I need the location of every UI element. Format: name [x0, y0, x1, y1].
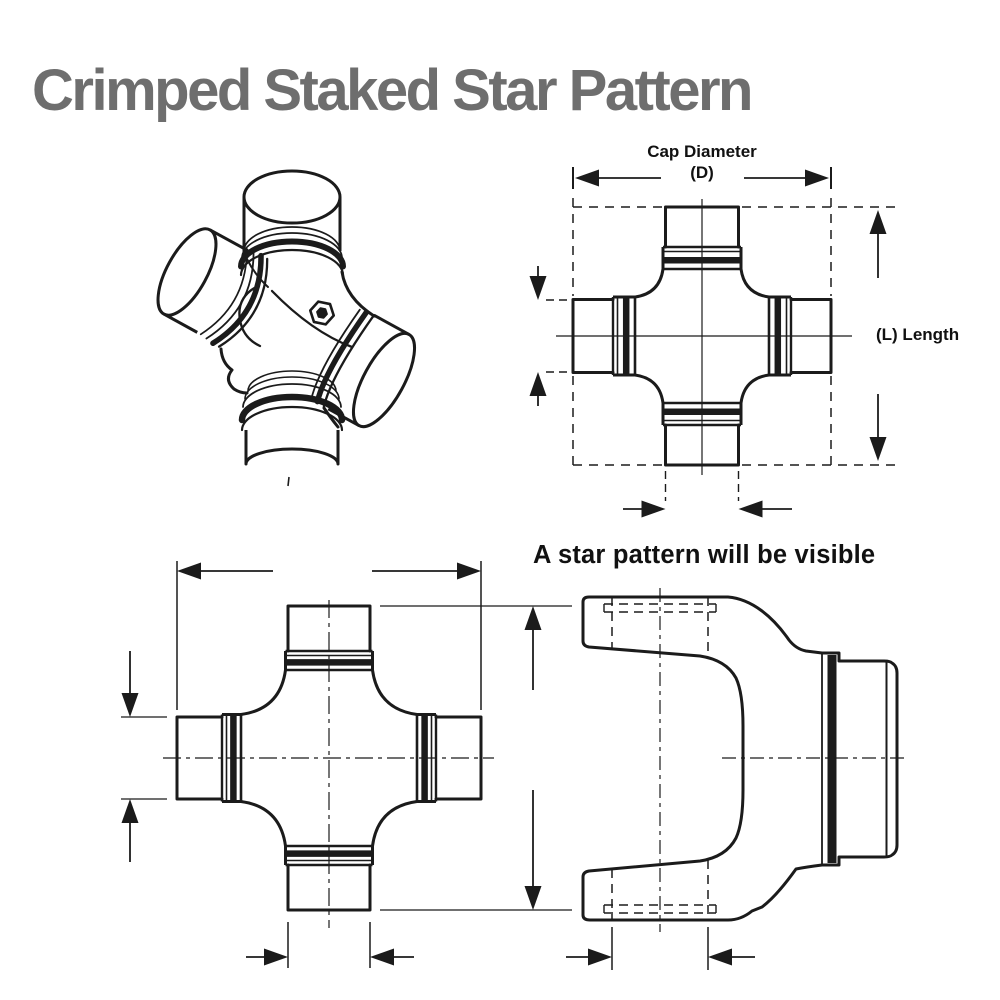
front-view-cross-with-dimensions — [529, 167, 898, 518]
length-label: (L) Length — [876, 325, 960, 344]
cap-diameter-label: Cap Diameter (D) — [597, 141, 807, 183]
front-view-cross-bottom — [121, 561, 572, 968]
isometric-ujoint-view — [156, 169, 417, 487]
page-title: Crimped Staked Star Pattern — [32, 57, 753, 123]
cap-diameter-symbol: (D) — [690, 163, 714, 182]
yoke-side-view — [566, 588, 908, 970]
star-pattern-note: A star pattern will be visible — [533, 541, 876, 569]
cap-diameter-text: Cap Diameter — [647, 142, 757, 161]
